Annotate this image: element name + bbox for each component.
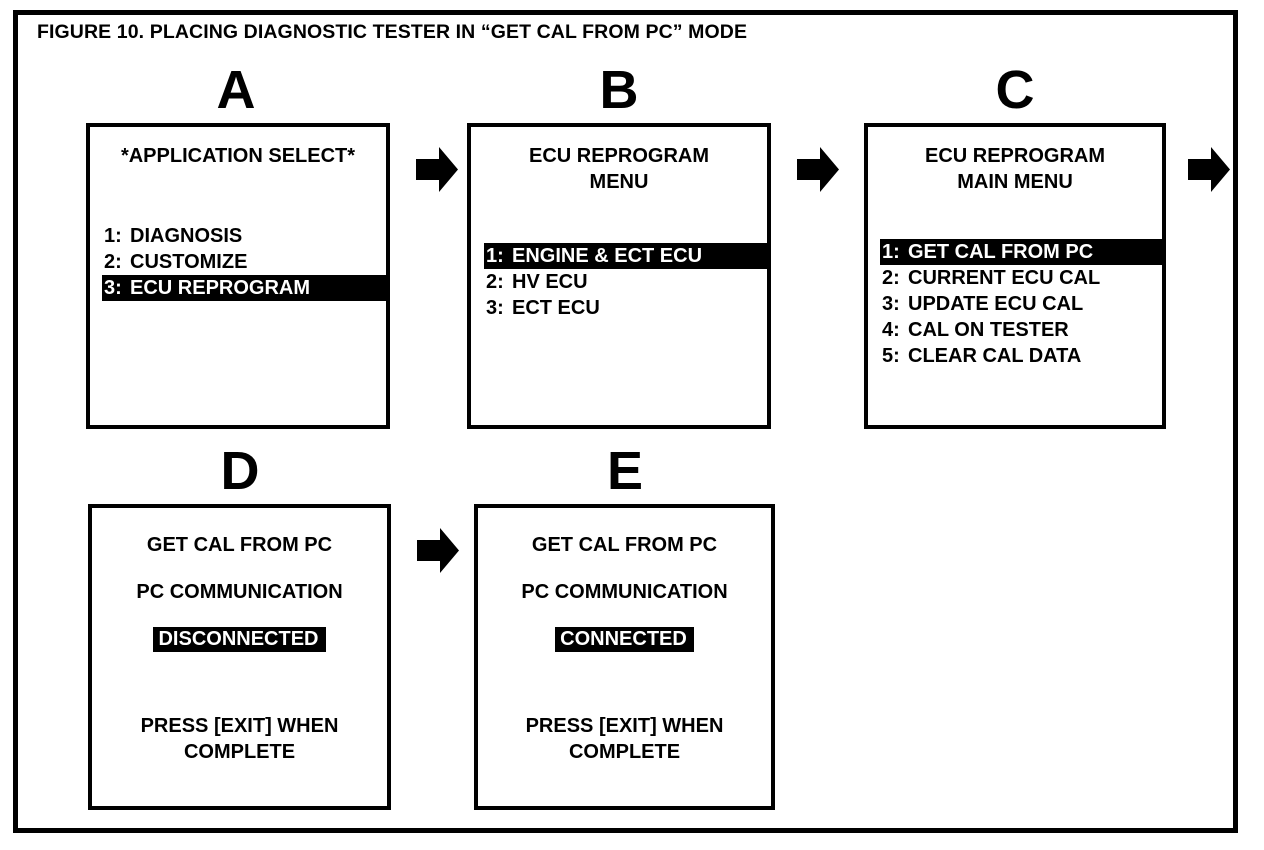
screen-a-menu: 1: DIAGNOSIS 2: CUSTOMIZE 3: ECU REPROGRAM: [102, 223, 386, 301]
screen-d-status-row: DISCONNECTED: [92, 627, 387, 652]
status-badge: DISCONNECTED: [153, 627, 326, 652]
menu-item-selected[interactable]: 3: ECU REPROGRAM: [102, 275, 386, 301]
menu-item-label: UPDATE ECU CAL: [908, 293, 1084, 315]
menu-item-label: CURRENT ECU CAL: [908, 267, 1101, 289]
tester-screen-e: GET CAL FROM PC PC COMMUNICATION CONNECT…: [474, 504, 775, 810]
menu-item-number: 2:: [882, 267, 900, 289]
status-badge: CONNECTED: [555, 627, 694, 652]
screen-d-footer: PRESS [EXIT] WHEN COMPLETE: [140, 715, 339, 763]
menu-item-label: ECT ECU: [512, 297, 600, 319]
menu-item[interactable]: 2: HV ECU: [484, 269, 767, 295]
menu-item-label: CLEAR CAL DATA: [908, 345, 1082, 367]
menu-item-label: CUSTOMIZE: [130, 251, 248, 273]
screen-c-menu: 1: GET CAL FROM PC 2: CURRENT ECU CAL 3: UP…: [880, 239, 1162, 369]
step-letter-b: B: [599, 60, 639, 120]
tester-screen-b: ECU REPROGRAM MENU 1: ENGINE & ECT ECU 2:…: [467, 123, 771, 429]
menu-item-selected[interactable]: 1: GET CAL FROM PC: [880, 239, 1162, 265]
arrow-right-icon-a-to-b: [416, 147, 458, 192]
screen-e-heading: GET CAL FROM PC: [531, 534, 718, 556]
menu-item-number: 3:: [882, 293, 900, 315]
screen-b-menu: 1: ENGINE & ECT ECU 2: HV ECU 3: ECT ECU: [484, 243, 767, 321]
step-letter-d: D: [220, 441, 260, 501]
menu-item-number: 1:: [104, 225, 122, 247]
menu-item-number: 3:: [486, 297, 504, 319]
screen-e-subheading: PC COMMUNICATION: [521, 581, 728, 603]
tester-screen-c: ECU REPROGRAM MAIN MENU 1: GET CAL FROM P…: [864, 123, 1166, 429]
screen-d-heading: GET CAL FROM PC: [146, 534, 333, 556]
menu-item[interactable]: 3: UPDATE ECU CAL: [880, 291, 1162, 317]
screen-a-title: *APPLICATION SELECT*: [120, 145, 356, 167]
figure-title: FIGURE 10. PLACING DIAGNOSTIC TESTER IN …: [37, 21, 748, 43]
menu-item-number: 1:: [882, 241, 900, 263]
arrow-right-icon-b-to-c: [797, 147, 839, 192]
screen-e-status-row: CONNECTED: [478, 627, 771, 652]
step-letter-e: E: [606, 441, 644, 501]
menu-item-number: 4:: [882, 319, 900, 341]
menu-item-number: 2:: [486, 271, 504, 293]
menu-item-label: GET CAL FROM PC: [908, 241, 1094, 263]
menu-item-selected[interactable]: 1: ENGINE & ECT ECU: [484, 243, 767, 269]
menu-item-label: ENGINE & ECT ECU: [512, 245, 703, 267]
step-letter-a: A: [216, 60, 256, 120]
menu-item-label: DIAGNOSIS: [130, 225, 243, 247]
screen-e-footer: PRESS [EXIT] WHEN COMPLETE: [525, 715, 724, 763]
menu-item[interactable]: 4: CAL ON TESTER: [880, 317, 1162, 343]
tester-screen-a: *APPLICATION SELECT* 1: DIAGNOSIS 2: CUSTO…: [86, 123, 390, 429]
screen-b-title: ECU REPROGRAM MENU: [528, 145, 709, 193]
step-letter-c: C: [995, 60, 1035, 120]
menu-item-number: 2:: [104, 251, 122, 273]
arrow-right-icon-d-to-e: [417, 528, 459, 573]
screen-d-subheading: PC COMMUNICATION: [136, 581, 343, 603]
menu-item-number: 5:: [882, 345, 900, 367]
menu-item[interactable]: 3: ECT ECU: [484, 295, 767, 321]
tester-screen-d: GET CAL FROM PC PC COMMUNICATION DISCONN…: [88, 504, 391, 810]
menu-item-label: ECU REPROGRAM: [130, 277, 311, 299]
menu-item[interactable]: 5: CLEAR CAL DATA: [880, 343, 1162, 369]
screen-c-title: ECU REPROGRAM MAIN MENU: [924, 145, 1105, 193]
menu-item-number: 3:: [104, 277, 122, 299]
menu-item-label: HV ECU: [512, 271, 588, 293]
menu-item-label: CAL ON TESTER: [908, 319, 1069, 341]
menu-item-number: 1:: [486, 245, 504, 267]
menu-item[interactable]: 2: CUSTOMIZE: [102, 249, 386, 275]
arrow-right-icon-c-to-d: [1188, 147, 1230, 192]
menu-item[interactable]: 1: DIAGNOSIS: [102, 223, 386, 249]
menu-item[interactable]: 2: CURRENT ECU CAL: [880, 265, 1162, 291]
